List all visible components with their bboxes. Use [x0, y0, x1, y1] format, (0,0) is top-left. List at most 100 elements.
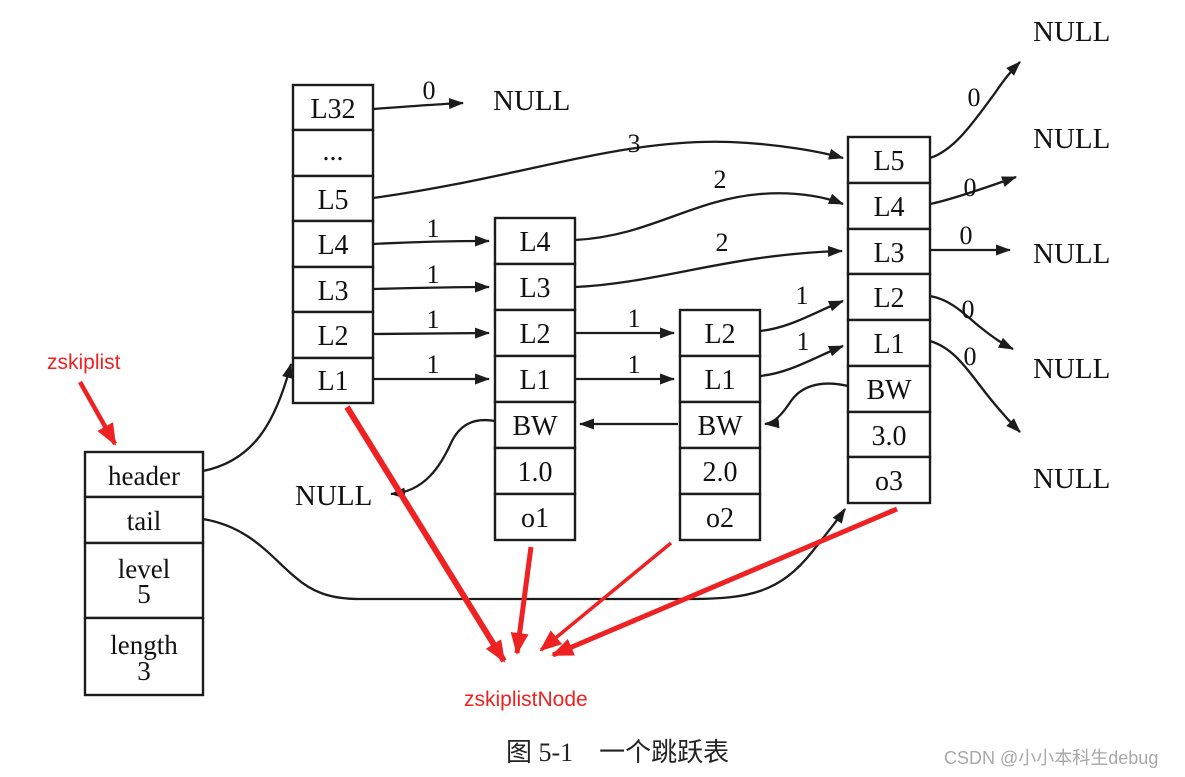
node-o3-box: L5 L4 L3 L2 L1 BW 3.0 o3 [846, 135, 932, 505]
cell [846, 455, 932, 505]
cell [291, 356, 375, 405]
arrow-o3L2-null [929, 294, 1014, 351]
zskiplist-struct-box: header tail level 5 length 3 [83, 450, 205, 697]
arrow-o2L2-o3L2 [759, 299, 844, 333]
node-callout-o1 [510, 546, 534, 655]
arrow-header-headernode [202, 363, 293, 473]
null-top-left: NULL [493, 85, 570, 117]
cell [83, 450, 205, 499]
annotation-arrows [78, 380, 898, 663]
cell [846, 135, 932, 185]
o1-cell-L2: L2 [519, 319, 550, 350]
node-o2-box: L2 L1 BW 2.0 o2 [678, 308, 762, 542]
null-right-2: NULL [1033, 123, 1110, 155]
o3-cell-obj: o3 [875, 466, 903, 497]
zskiplist-callout-arrow [78, 380, 117, 446]
cell [291, 174, 375, 223]
cell [846, 410, 932, 459]
cell [291, 265, 375, 314]
arrow-hL5-o3L5 [372, 140, 844, 200]
header-cell-dots: ... [323, 136, 344, 167]
arrow-o1L3-o3L3 [574, 245, 843, 289]
cell [493, 400, 577, 450]
span-label-o3L3: 0 [960, 221, 973, 250]
o3-cell-L2: L2 [873, 283, 904, 314]
span-label-o1L1: 1 [628, 350, 641, 379]
cell [678, 308, 762, 358]
o2-cell-L2: L2 [704, 319, 735, 350]
span-label-o3L1: 0 [964, 342, 977, 371]
header-cell-L1: L1 [317, 366, 348, 397]
arrow-o3L5-null [929, 61, 1021, 160]
null-labels: NULL NULL NULL NULL NULL NULL NULL [295, 16, 1110, 512]
cell [493, 354, 577, 404]
header-cell-L2: L2 [317, 321, 348, 352]
cell [846, 318, 932, 368]
struct-tail-label: tail [127, 506, 162, 536]
o3-cell-L4: L4 [873, 192, 904, 223]
span-label-hL1: 1 [427, 350, 440, 379]
cell [83, 495, 205, 545]
struct-length-label: length [110, 630, 178, 660]
struct-level-value: 5 [137, 579, 151, 609]
null-backward: NULL [295, 480, 372, 512]
header-node-box: L32 ... L5 L4 L3 L2 L1 [291, 83, 375, 405]
cell [83, 541, 205, 620]
cell [846, 181, 932, 231]
header-cell-L4: L4 [317, 230, 348, 261]
span-label-o2L1: 1 [797, 327, 810, 356]
header-cell-L5: L5 [317, 185, 348, 216]
arrow-hL2-o1L2 [372, 327, 490, 339]
span-label-hL5: 3 [628, 129, 641, 158]
span-label-hL4: 1 [427, 214, 440, 243]
cell [83, 616, 205, 697]
cell [291, 128, 375, 178]
span-label-o1L2: 1 [628, 304, 641, 333]
node-o1-box: L4 L3 L2 L1 BW 1.0 o1 [493, 216, 577, 542]
watermark: CSDN @小小本科生debug [944, 748, 1158, 768]
span-label-hL3: 1 [427, 260, 440, 289]
header-cell-L3: L3 [317, 276, 348, 307]
arrow-hL4-o1L4 [372, 235, 490, 247]
o2-cell-score: 2.0 [703, 457, 738, 488]
cell [493, 216, 577, 266]
o2-cell-obj: o2 [706, 503, 734, 534]
zskiplist-label: zskiplist [47, 351, 121, 374]
span-label-o1L3: 2 [716, 228, 729, 257]
o1-cell-L4: L4 [519, 227, 550, 258]
o3-cell-score: 3.0 [872, 421, 907, 452]
arrow-o2L1-o3L1 [759, 344, 844, 378]
pointer-arrows [202, 61, 1021, 601]
span-label-hL2: 1 [427, 305, 440, 334]
span-label-o3L5: 0 [968, 83, 981, 112]
arrow-number-labels: 0 3 1 1 1 1 2 2 1 1 1 1 0 0 0 0 0 [423, 76, 981, 379]
node-callout-o3 [551, 506, 898, 658]
o3-cell-L5: L5 [873, 146, 904, 177]
struct-level-label: level [118, 554, 170, 584]
null-right-4: NULL [1033, 353, 1110, 385]
null-right-1: NULL [1033, 16, 1110, 48]
null-right-5: NULL [1033, 463, 1110, 495]
span-label-l32: 0 [423, 76, 436, 105]
o1-cell-L3: L3 [519, 273, 550, 304]
arrow-l32-null [372, 98, 464, 111]
cell [493, 308, 577, 358]
o2-cell-L1: L1 [704, 365, 735, 396]
o1-cell-score: 1.0 [518, 457, 553, 488]
cell [493, 492, 577, 542]
cell [291, 219, 375, 269]
struct-length-value: 3 [137, 656, 151, 686]
o3-cell-BW: BW [866, 375, 912, 406]
o3-cell-L3: L3 [873, 238, 904, 269]
o1-cell-L1: L1 [519, 365, 550, 396]
cell [678, 446, 762, 496]
span-label-o2L2: 1 [796, 281, 809, 310]
arrow-o3BW-o2BW [764, 382, 849, 429]
cell [846, 272, 932, 322]
o1-cell-BW: BW [512, 411, 558, 442]
arrow-hL3-o1L3 [372, 281, 490, 293]
null-right-3: NULL [1033, 238, 1110, 270]
header-cell-L32: L32 [310, 94, 355, 125]
